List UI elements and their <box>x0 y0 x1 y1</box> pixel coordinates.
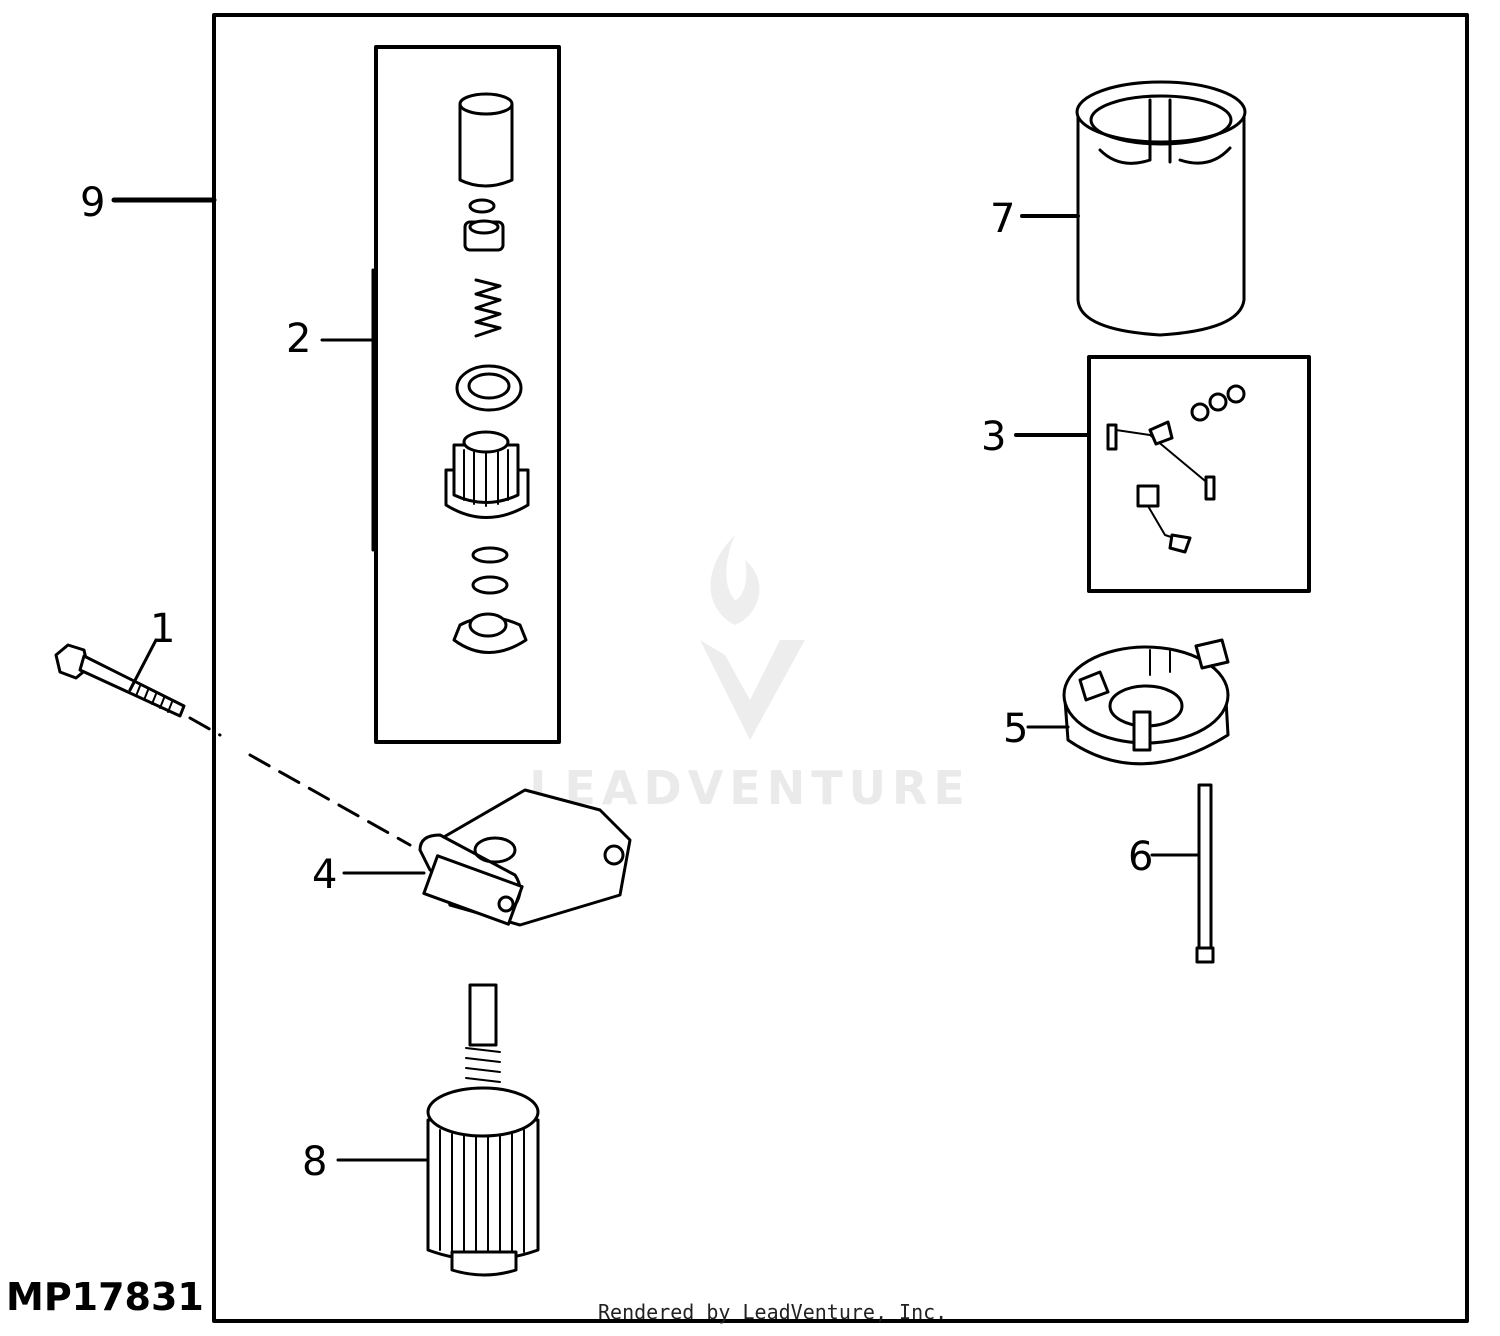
bolt-group <box>54 643 186 718</box>
callout-8: 8 <box>302 1139 327 1185</box>
housing-group <box>1075 80 1247 337</box>
callout-5: 5 <box>1003 706 1028 752</box>
through-bolt-group <box>1195 783 1215 964</box>
brush-kit-group <box>1087 355 1311 593</box>
assembly-frame <box>212 13 1469 1323</box>
callout-6: 6 <box>1128 834 1153 880</box>
callout-2: 2 <box>286 316 311 362</box>
drive-kit-group <box>374 45 561 744</box>
callout-1: 1 <box>150 606 175 652</box>
leadventure-watermark: LEADVENTURE <box>529 535 971 815</box>
figure-id: MP17831 <box>6 1275 204 1319</box>
watermark-text: LEADVENTURE <box>529 761 971 815</box>
armature-group <box>426 983 540 1277</box>
drive-end-cap-group <box>418 788 632 927</box>
callout-9: 9 <box>80 180 105 226</box>
callout-3: 3 <box>981 414 1006 460</box>
callout-4: 4 <box>312 852 337 898</box>
callout-7: 7 <box>990 196 1015 242</box>
render-credit: Rendered by LeadVenture, Inc. <box>598 1300 947 1324</box>
commutator-end-cap-group <box>1062 638 1230 766</box>
